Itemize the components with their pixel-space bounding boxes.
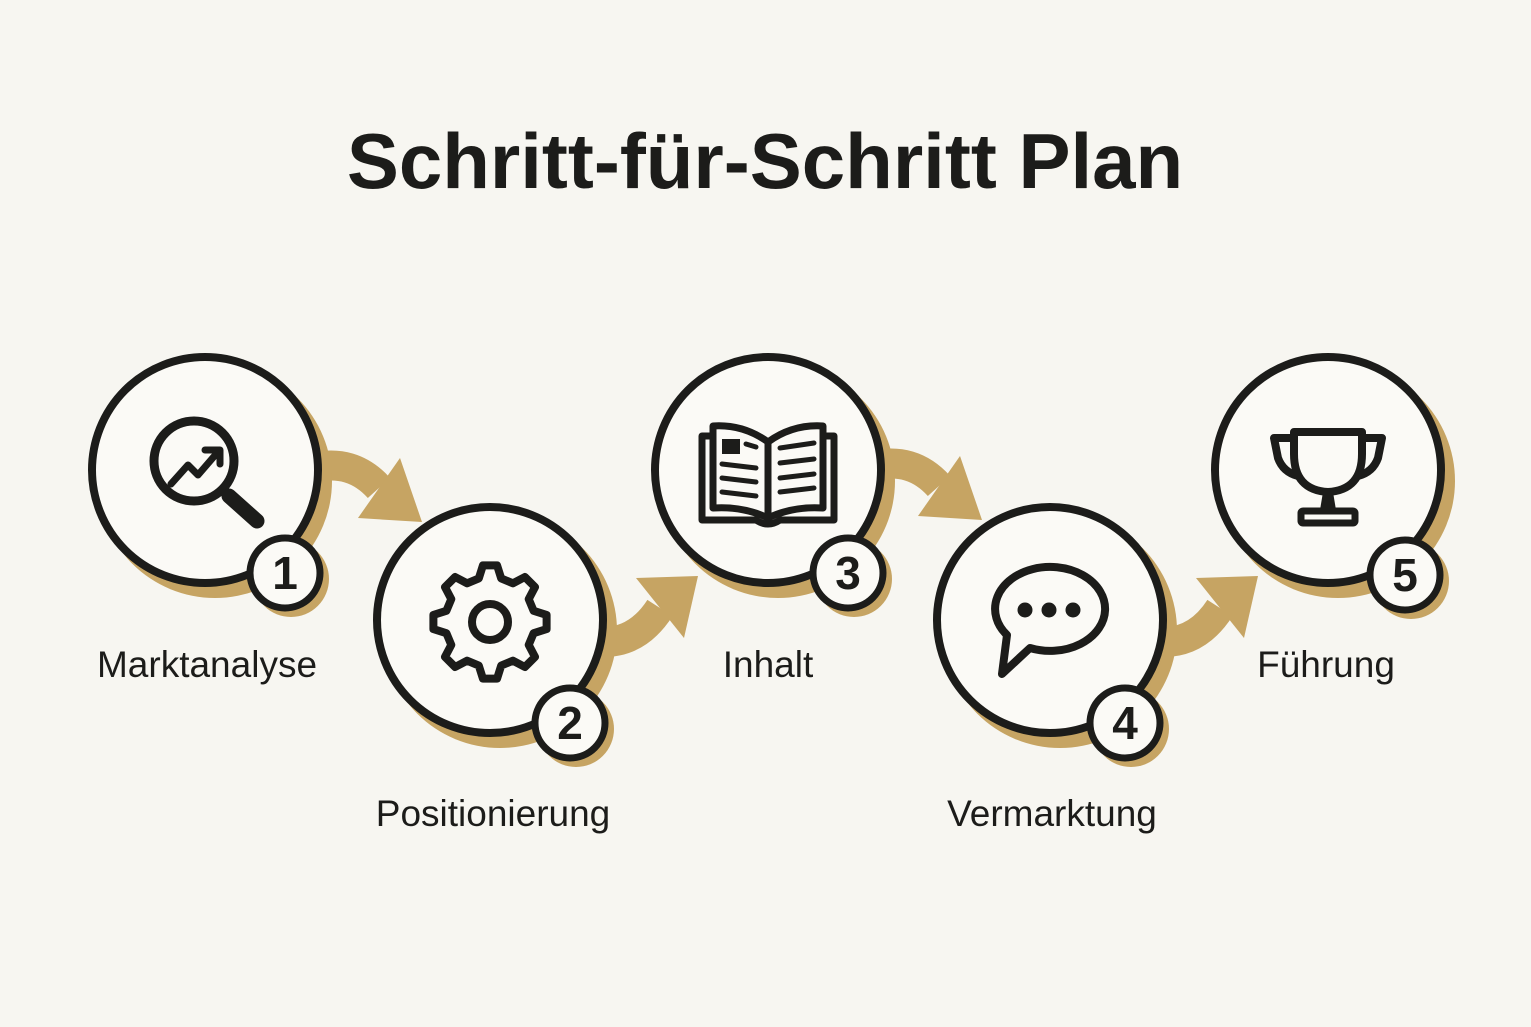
open-book-icon — [698, 422, 838, 528]
step-badge — [246, 534, 324, 612]
trend-line — [167, 449, 221, 488]
gear-icon — [429, 561, 551, 683]
step-number: 1 — [272, 547, 298, 599]
arrow-head — [358, 458, 422, 522]
arrow-head — [636, 576, 698, 638]
gear-outline — [429, 561, 551, 683]
step-circle — [373, 503, 607, 737]
step-number: 4 — [1112, 697, 1138, 749]
step-badge — [1086, 684, 1164, 762]
step-badge — [1366, 536, 1444, 614]
step-number: 5 — [1392, 549, 1418, 601]
book-left-page — [709, 422, 772, 522]
arrow-4-to-5 — [1163, 576, 1258, 657]
book-left-text-lines — [719, 441, 759, 499]
step-label: Vermarktung — [947, 793, 1157, 834]
speech-dot — [1065, 602, 1081, 618]
page-title: Schritt-für-Schritt Plan — [347, 117, 1183, 205]
step-label: Marktanalyse — [97, 644, 317, 685]
step-badge — [531, 684, 609, 762]
step-label: Positionierung — [376, 793, 610, 834]
trophy-left-handle — [1270, 434, 1302, 480]
step-3: 3 Inhalt — [651, 353, 895, 685]
step-circle — [933, 503, 1167, 737]
step-2: 2 Positionierung — [373, 503, 617, 834]
book-cover — [698, 432, 838, 528]
trophy-icon — [1270, 428, 1386, 527]
trophy-stem — [1320, 492, 1336, 510]
magnifier-handle — [221, 488, 265, 529]
step-5: 5 Führung — [1211, 353, 1455, 685]
speech-dot — [1041, 602, 1057, 618]
step-badge — [809, 534, 887, 612]
magnifier-trend-icon — [149, 416, 265, 529]
arrow-head — [918, 456, 982, 520]
speech-bubble-outline — [991, 562, 1110, 678]
book-picture-block — [722, 439, 740, 454]
trophy-cup — [1290, 428, 1366, 496]
speech-bubble-icon — [991, 562, 1110, 678]
trend-arrowhead — [201, 446, 224, 468]
step-4: 4 Vermarktung — [933, 503, 1177, 834]
gear-hub — [468, 600, 512, 644]
step-label: Führung — [1257, 644, 1395, 685]
arrow-2-to-3 — [603, 576, 698, 657]
trophy-right-handle — [1354, 434, 1386, 480]
speech-dot — [1017, 602, 1033, 618]
step-circle — [1211, 353, 1445, 587]
arrow-head — [1196, 576, 1258, 638]
trophy-base — [1297, 507, 1359, 527]
book-right-text-lines — [777, 440, 817, 495]
magnifier-lens — [149, 416, 239, 506]
book-right-page — [764, 422, 827, 522]
step-label: Inhalt — [723, 644, 814, 685]
step-number: 2 — [557, 697, 583, 749]
step-number: 3 — [835, 547, 861, 599]
step-1: 1 Marktanalyse — [88, 353, 332, 685]
